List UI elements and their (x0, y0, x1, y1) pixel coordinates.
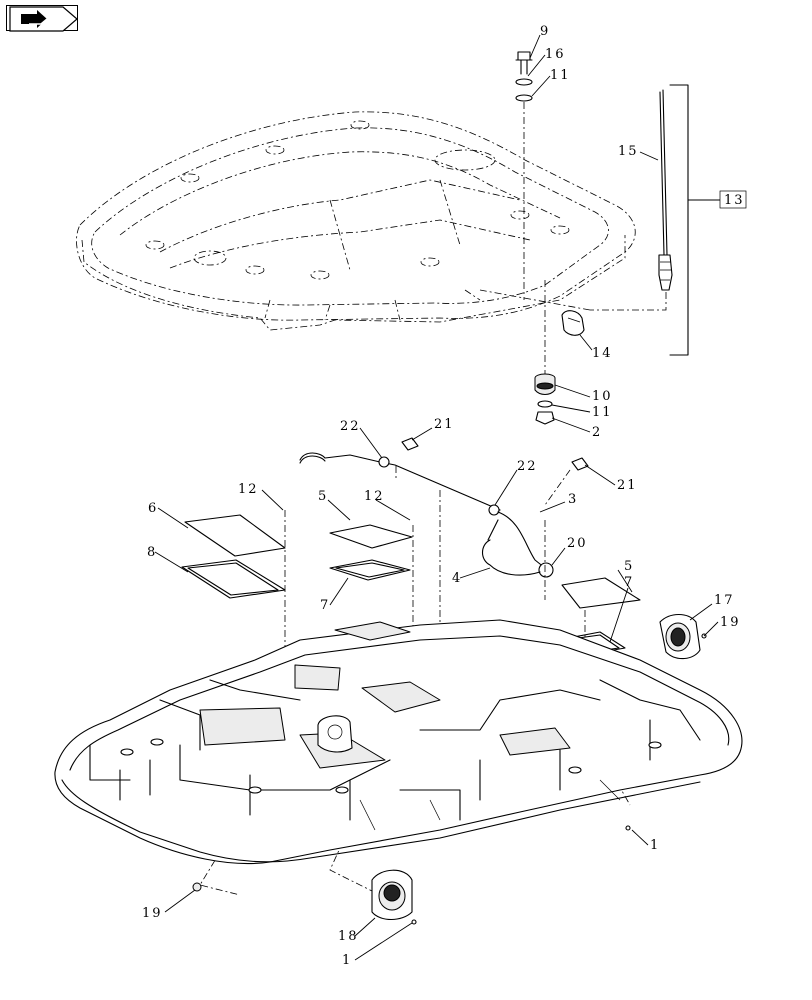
callout-11: 11 (550, 68, 571, 83)
callout-7-right: 7 (624, 575, 634, 590)
callout-8: 8 (147, 545, 157, 560)
speakers (192, 613, 707, 925)
antenna (479, 89, 673, 311)
callout-1-lower: 1 (342, 953, 352, 968)
callout-labels: 9 16 11 15 13 14 10 11 2 22 21 22 21 12 … (142, 24, 747, 968)
antenna-mount-hardware (515, 51, 546, 380)
roof-panel (76, 111, 636, 331)
callout-19: 19 (720, 615, 741, 630)
callout-22: 22 (340, 419, 361, 434)
next-arrow-icon (9, 6, 78, 32)
antenna-base-parts (534, 310, 585, 425)
callout-1: 1 (650, 838, 660, 853)
cab-roof-base (54, 619, 743, 865)
callout-21-right: 21 (617, 478, 638, 493)
callout-17: 17 (714, 593, 735, 608)
callout-4: 4 (452, 571, 462, 586)
callout-13: 13 (724, 193, 745, 208)
callout-18: 18 (338, 929, 359, 944)
callout-10: 10 (592, 389, 613, 404)
callout-leaders (154, 34, 719, 961)
callout-2: 2 (592, 425, 602, 440)
callout-5-right: 5 (624, 559, 634, 574)
callout-3: 3 (568, 492, 578, 507)
callout-21: 21 (434, 417, 455, 432)
callout-22-right: 22 (517, 459, 538, 474)
next-page-button[interactable] (6, 5, 78, 32)
wiring-harness (299, 437, 589, 640)
callout-6: 6 (148, 501, 158, 516)
callout-7: 7 (320, 598, 330, 613)
callout-5: 5 (318, 489, 328, 504)
callout-20: 20 (567, 536, 588, 551)
callout-15: 15 (618, 144, 639, 159)
callout-16: 16 (545, 47, 566, 62)
callout-11-lower: 11 (592, 405, 613, 420)
callout-12-right: 12 (364, 489, 385, 504)
access-panels (181, 514, 641, 657)
callout-14: 14 (592, 346, 613, 361)
callout-12: 12 (238, 482, 259, 497)
callout-19-lower: 19 (142, 906, 163, 921)
callout-13-box (719, 190, 747, 209)
callout-9: 9 (540, 24, 550, 39)
